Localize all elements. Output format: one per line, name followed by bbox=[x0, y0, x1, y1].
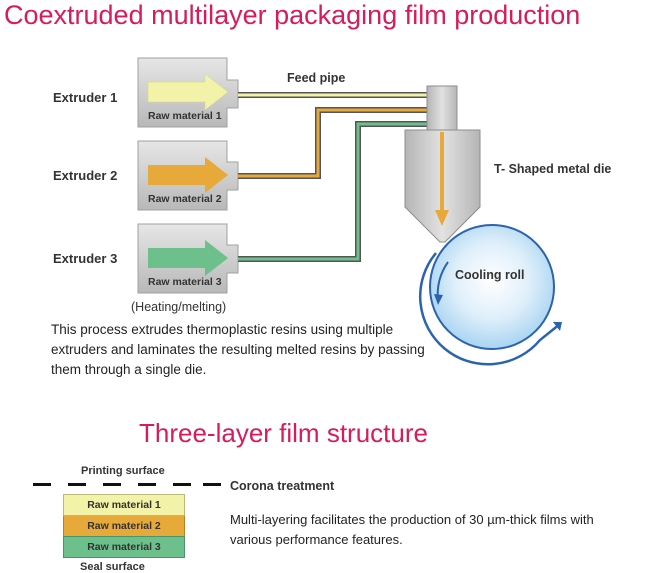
t-die bbox=[404, 85, 481, 243]
layer-3: Raw material 3 bbox=[63, 536, 185, 558]
seal-surface-label: Seal surface bbox=[80, 561, 145, 573]
printing-surface-label: Printing surface bbox=[81, 465, 165, 477]
raw-material-1-label: Raw material 1 bbox=[148, 110, 222, 122]
layer-2: Raw material 2 bbox=[63, 516, 185, 536]
corona-treatment-label: Corona treatment bbox=[230, 479, 335, 493]
extruder-1-box bbox=[137, 57, 239, 128]
die-label: T- Shaped metal die bbox=[494, 162, 612, 176]
main-title: Coextruded multilayer packaging film pro… bbox=[4, 0, 581, 30]
feed-pipe-2 bbox=[238, 107, 428, 179]
raw-material-2-label: Raw material 2 bbox=[148, 193, 222, 205]
feed-pipe-label: Feed pipe bbox=[287, 71, 346, 85]
layer-stack: Raw material 1 Raw material 2 Raw materi… bbox=[63, 494, 185, 558]
extruder-3-label: Extruder 3 bbox=[53, 251, 118, 266]
corona-dash-line bbox=[33, 483, 221, 486]
heating-note: (Heating/melting) bbox=[131, 300, 227, 314]
extruder-2-label: Extruder 2 bbox=[53, 168, 118, 183]
process-description: This process extrudes thermoplastic resi… bbox=[51, 322, 425, 377]
feed-pipe-3 bbox=[238, 121, 428, 262]
extruder-2-box bbox=[137, 140, 239, 211]
structure-description: Multi-layering facilitates the productio… bbox=[230, 512, 594, 547]
extruder-1-label: Extruder 1 bbox=[53, 90, 118, 105]
raw-material-3-label: Raw material 3 bbox=[148, 276, 222, 288]
roll-label: Cooling roll bbox=[455, 268, 525, 282]
structure-title: Three-layer film structure bbox=[139, 418, 428, 448]
extruder-3-box bbox=[137, 223, 239, 294]
layer-1: Raw material 1 bbox=[63, 494, 185, 516]
cooling-roll bbox=[418, 224, 562, 366]
